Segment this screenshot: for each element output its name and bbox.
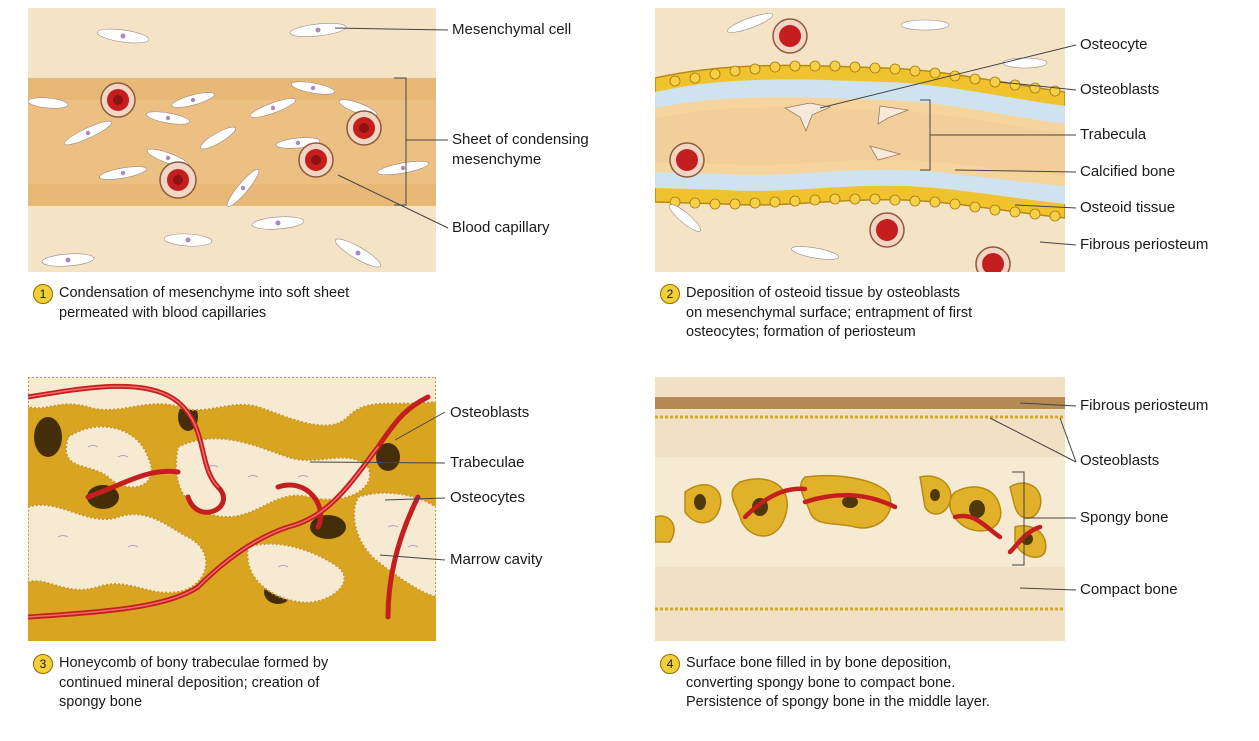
- label-osteoid-tissue: Osteoid tissue: [1080, 199, 1175, 217]
- label-spongy-bone: Spongy bone: [1080, 509, 1168, 527]
- caption-line: Condensation of mesenchyme into soft she…: [59, 285, 349, 301]
- caption-panel-4: 4 Surface bone filled in by bone depositi…: [660, 654, 1100, 712]
- panel-3-illustration: [28, 377, 436, 641]
- caption-line: Honeycomb of bony trabeculae formed by: [59, 655, 328, 671]
- panel-4-illustration: [655, 377, 1065, 641]
- panel-1-illustration: [28, 8, 436, 272]
- caption-panel-1: 1 Condensation of mesenchyme into soft sh…: [33, 284, 453, 323]
- step-number-badge: 3: [33, 654, 53, 674]
- step-number-badge: 1: [33, 284, 53, 304]
- label-trabeculae: Trabeculae: [450, 454, 525, 472]
- caption-line: Deposition of osteoid tissue by osteobla…: [686, 285, 960, 301]
- label-fibrous-periosteum-p2: Fibrous periosteum: [1080, 236, 1208, 254]
- caption-line: on mesenchymal surface; entrapment of fi…: [660, 304, 1080, 323]
- caption-panel-2: 2 Deposition of osteoid tissue by osteobl…: [660, 284, 1080, 342]
- label-mesenchyme: mesenchyme: [452, 151, 541, 169]
- label-marrow-cavity: Marrow cavity: [450, 551, 543, 569]
- label-trabecula: Trabecula: [1080, 126, 1146, 144]
- label-fibrous-periosteum-p4: Fibrous periosteum: [1080, 397, 1208, 415]
- label-osteoblasts-p2: Osteoblasts: [1080, 81, 1159, 99]
- caption-line: osteocytes; formation of periosteum: [660, 323, 1080, 342]
- label-osteoblasts-p4: Osteoblasts: [1080, 452, 1159, 470]
- caption-line: spongy bone: [33, 693, 453, 712]
- panel-2-illustration: [655, 8, 1065, 272]
- caption-line: permeated with blood capillaries: [33, 304, 453, 323]
- label-osteocytes: Osteocytes: [450, 489, 525, 507]
- label-compact-bone: Compact bone: [1080, 581, 1178, 599]
- label-calcified-bone: Calcified bone: [1080, 163, 1175, 181]
- label-mesenchymal-cell: Mesenchymal cell: [452, 21, 571, 39]
- label-sheet-of-condensing: Sheet of condensing: [452, 131, 589, 149]
- caption-line: Surface bone filled in by bone depositio…: [686, 655, 951, 671]
- caption-line: continued mineral deposition; creation o…: [33, 674, 453, 693]
- label-osteocyte: Osteocyte: [1080, 36, 1148, 54]
- label-blood-capillary: Blood capillary: [452, 219, 550, 237]
- caption-line: converting spongy bone to compact bone.: [660, 674, 1100, 693]
- step-number-badge: 2: [660, 284, 680, 304]
- step-number-badge: 4: [660, 654, 680, 674]
- label-osteoblasts-p3: Osteoblasts: [450, 404, 529, 422]
- caption-line: Persistence of spongy bone in the middle…: [660, 693, 1100, 712]
